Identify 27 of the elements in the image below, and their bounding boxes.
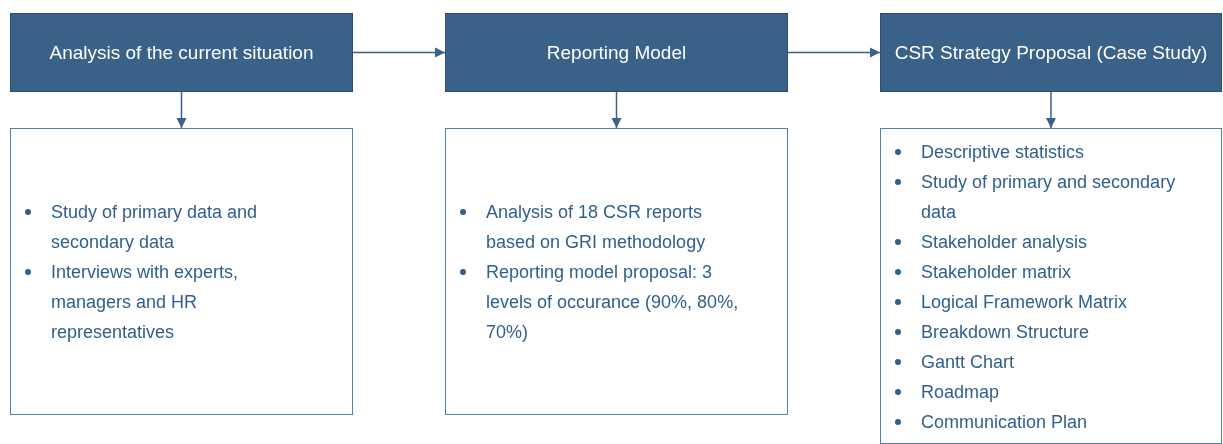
list-item: Reporting model proposal: 3 levels of occurance (90%, 80%, 70%): [486, 261, 739, 342]
list-item: Roadmap: [921, 382, 1000, 402]
process-box: [880, 13, 1222, 92]
process-box: [445, 13, 788, 92]
list-item: Descriptive statistics: [921, 142, 1085, 162]
text-box: [10, 128, 353, 415]
arrow: [176, 91, 187, 129]
list-item: Communication Plan: [921, 412, 1088, 432]
list-item: Analysis of 18 CSR reports based on GRI methodology: [486, 201, 706, 252]
list-item: Stakeholder analysis: [921, 232, 1088, 252]
arrow: [611, 91, 622, 129]
list-item: Logical Framework Matrix: [921, 292, 1128, 312]
arrow: [1045, 91, 1057, 129]
list-item: Gantt Chart: [921, 352, 1015, 372]
list-item: Breakdown Structure: [921, 322, 1090, 342]
list-item: Study of primary and secondary data: [921, 172, 1176, 222]
box-title: Reporting Model: [546, 41, 687, 64]
text-box: [445, 128, 788, 415]
box-title: CSR Strategy Proposal (Case Study): [894, 41, 1208, 64]
process-box: [10, 13, 353, 92]
box-title: Analysis of the current situation: [49, 41, 314, 64]
list-item: Study of primary data and secondary data: [51, 201, 258, 252]
list-item: Stakeholder matrix: [921, 262, 1072, 282]
arrow: [352, 47, 446, 58]
list-item: Interviews with experts, managers and HR representatives: [51, 261, 239, 342]
text-box: [880, 128, 1222, 444]
arrow: [787, 47, 881, 58]
